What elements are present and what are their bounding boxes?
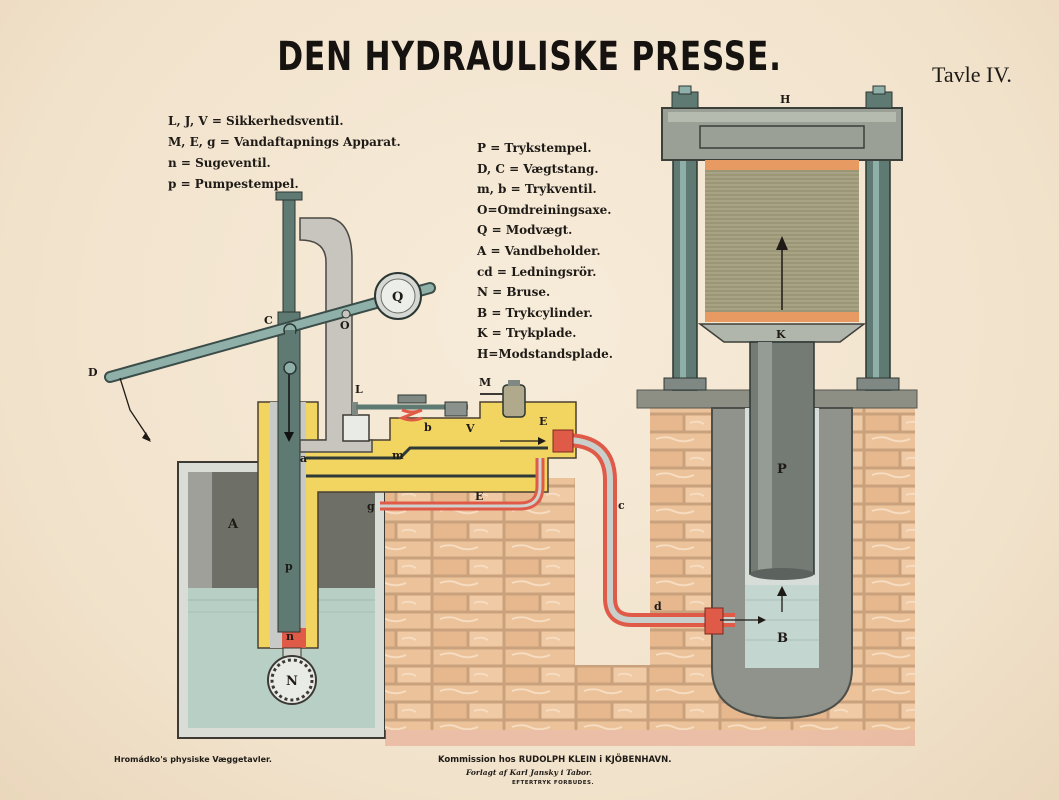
label-V: V	[465, 422, 475, 435]
label-L: L	[355, 383, 363, 396]
plate-number: Tavle IV.	[932, 62, 1012, 87]
label-n: n	[286, 630, 294, 643]
legend-left: L, J, V = Sikkerhedsventil. M, E, g = Va…	[168, 111, 401, 195]
legend-item: B = Trykcylinder.	[477, 305, 593, 320]
legend-item: n = Sugeventil.	[168, 156, 271, 170]
legend-item: P = Trykstempel.	[477, 141, 592, 155]
label-Q: Q	[392, 290, 403, 305]
suction-strainer	[267, 647, 317, 705]
lever-mechanism	[104, 217, 436, 453]
label-p: p	[285, 560, 293, 573]
label-a: a	[300, 452, 307, 465]
footer-commission: Kommission hos RUDOLPH KLEIN i KJÖBENHAV…	[438, 755, 672, 765]
legend-item: H=Modstandsplade.	[477, 346, 613, 361]
footer-copyright: EFTERTRYK FORBUDES.	[512, 780, 595, 786]
legend-item: m, b = Trykventil.	[477, 182, 597, 197]
label-b: b	[424, 421, 432, 434]
label-C: C	[264, 314, 273, 327]
legend-item: cd = Ledningsrör.	[477, 264, 597, 279]
legend-item: A = Vandbeholder.	[477, 243, 601, 258]
legend-item: p = Pumpestempel.	[168, 177, 299, 191]
label-K: K	[776, 328, 786, 341]
legend-item: O=Omdreiningsaxe.	[477, 202, 612, 217]
press-frame	[661, 85, 903, 612]
label-g: g	[367, 500, 375, 513]
label-P: P	[777, 462, 787, 477]
pressure-pipe	[380, 429, 766, 635]
label-E-top: E	[539, 415, 547, 428]
label-N: N	[286, 674, 298, 689]
legend-item: D, C = Vægtstang.	[477, 161, 599, 176]
label-m: m	[392, 449, 404, 462]
legend-item: Q = Modvægt.	[477, 223, 573, 238]
footer-series: Hromádko's physiske Væggetavler.	[114, 755, 272, 764]
label-c: c	[618, 499, 625, 512]
safety-valve	[342, 394, 468, 442]
label-M: M	[479, 376, 491, 389]
drain-valve	[480, 380, 526, 418]
label-D: D	[88, 366, 98, 379]
legend-item: N = Bruse.	[477, 285, 551, 300]
legend-item: M, E, g = Vandaftapnings Apparat.	[168, 135, 401, 149]
label-H: H	[780, 93, 790, 106]
footer-publisher: Forlagt af Karl Jansky i Tabor.	[466, 768, 592, 777]
label-B: B	[777, 631, 788, 646]
label-O: O	[340, 319, 350, 332]
label-A: A	[227, 517, 239, 532]
legend-right: P = Trykstempel. D, C = Vægtstang. m, b …	[477, 138, 613, 365]
legend-item: L, J, V = Sikkerhedsventil.	[168, 114, 344, 128]
poster-title: DEN HYDRAULISKE PRESSE.	[277, 34, 782, 80]
label-E-mid: E	[475, 490, 483, 503]
label-d: d	[654, 600, 662, 613]
legend-item: K = Trykplade.	[477, 326, 577, 341]
